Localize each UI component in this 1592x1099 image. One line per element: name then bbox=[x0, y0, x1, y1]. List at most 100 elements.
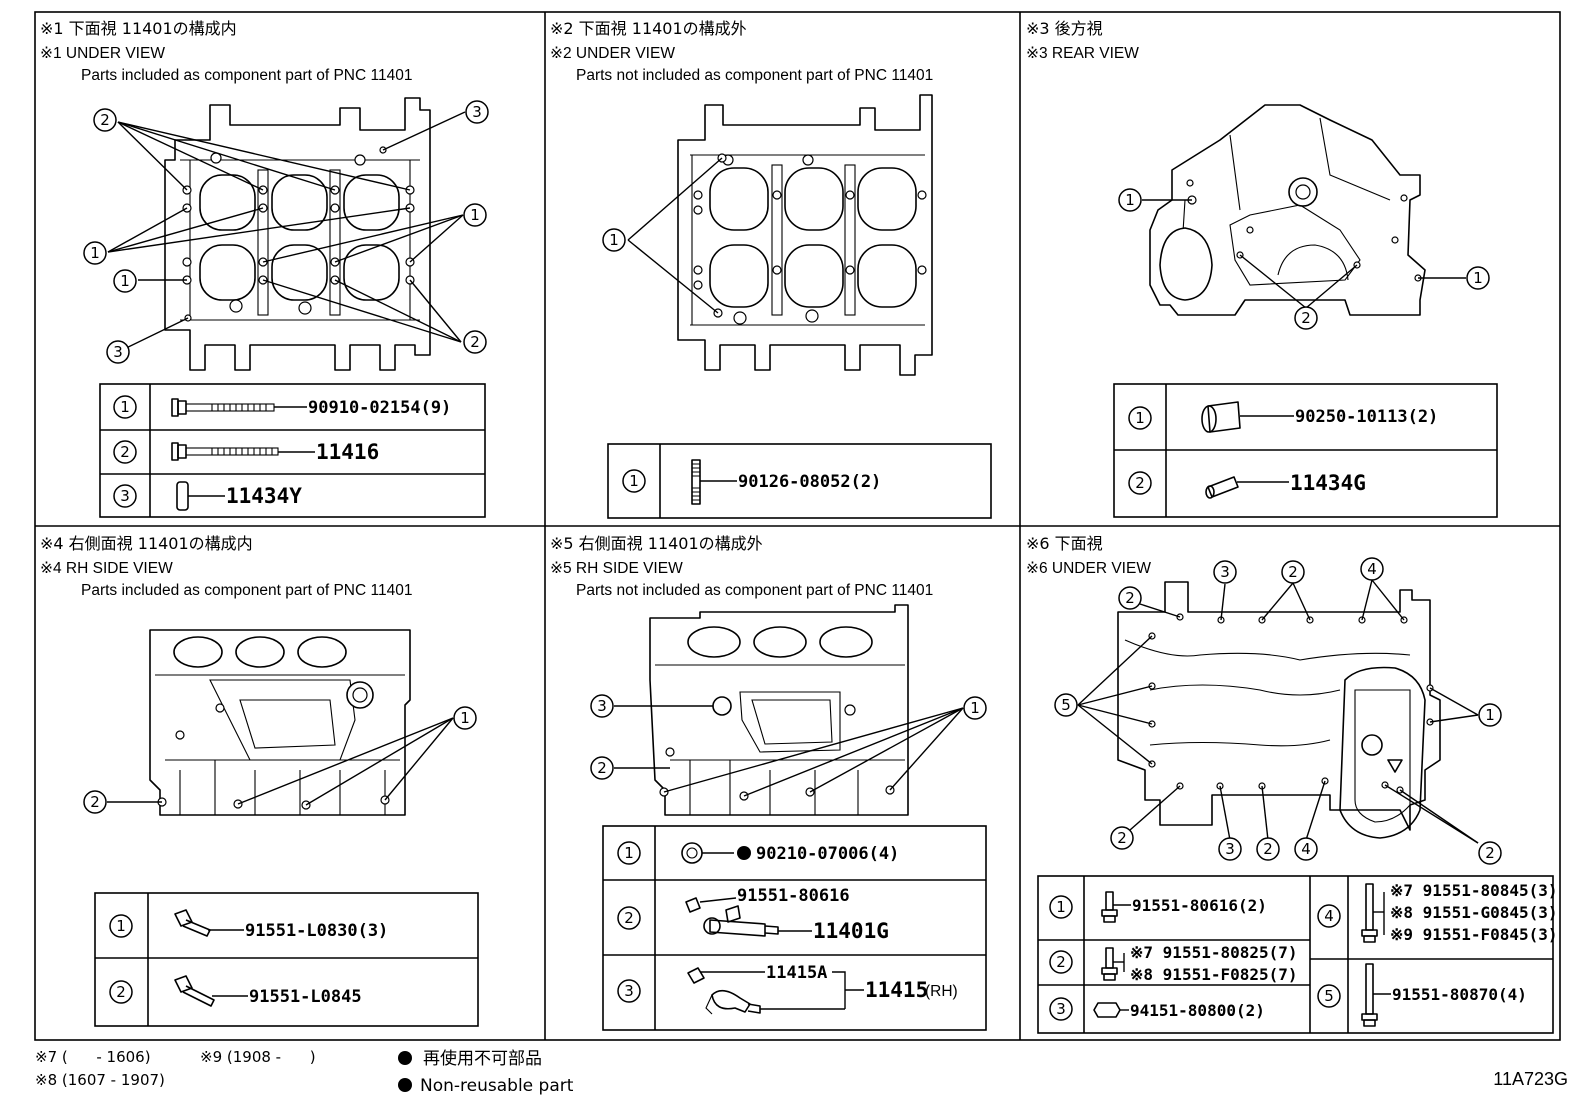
panel-1-callout-g: 3 bbox=[106, 340, 130, 364]
svg-text:1: 1 bbox=[629, 472, 639, 490]
svg-text:1: 1 bbox=[1056, 898, 1066, 916]
panel-3-rear-view: ※3 後方視 ※3 REAR VIEW 1 1 2 bbox=[1026, 19, 1498, 518]
part-number: ※9 91551-F0845(3) bbox=[1390, 925, 1558, 944]
panel-5-title-en: ※5 RH SIDE VIEW bbox=[550, 560, 683, 577]
panel-3-parts-table: 1 90250-10113(2) 2 11434G bbox=[1113, 383, 1498, 518]
long-flange-bolt-icon bbox=[171, 398, 307, 417]
svg-text:4: 4 bbox=[1324, 907, 1334, 925]
panel-6-callout-f: 1 bbox=[1478, 703, 1502, 727]
panel-1-title-en: ※1 UNDER VIEW bbox=[40, 45, 165, 62]
panel-5-leaders bbox=[614, 705, 964, 797]
flange-bolt-icon bbox=[1101, 891, 1131, 923]
svg-text:1: 1 bbox=[120, 272, 130, 290]
panel-2-parts-table: 1 90126-08052(2) bbox=[607, 443, 992, 519]
panel-3-leaders bbox=[1142, 199, 1466, 309]
svg-text:4: 4 bbox=[1301, 840, 1311, 858]
footnote-8: ※8 (1607 - 1907) bbox=[35, 1071, 165, 1089]
nut-icon bbox=[1093, 1002, 1129, 1018]
flange-bolt-icon bbox=[174, 909, 244, 937]
svg-text:2: 2 bbox=[116, 983, 126, 1001]
part-number: 90126-08052(2) bbox=[738, 472, 881, 492]
footnote-9: ※9 (1908 - ) bbox=[200, 1048, 316, 1066]
panel-6-callout-e: 5 bbox=[1054, 693, 1078, 717]
part-number: 91551-L0845 bbox=[249, 987, 362, 1007]
svg-text:1: 1 bbox=[116, 917, 126, 935]
svg-text:3: 3 bbox=[1056, 1000, 1066, 1018]
part-number: 90910-02154(9) bbox=[308, 398, 451, 418]
panel-5-callout-c: 1 bbox=[963, 696, 987, 720]
panel-5-block-drawing bbox=[649, 604, 909, 816]
panel-6-callout-b: 3 bbox=[1213, 560, 1237, 584]
panel-1-callout-b: 3 bbox=[465, 100, 489, 124]
panel-1-callout-c: 1 bbox=[83, 241, 107, 265]
legend-jp: 再使用不可部品 bbox=[423, 1048, 542, 1069]
panel-1-callout-e: 1 bbox=[463, 203, 487, 227]
panel-6-leaders bbox=[1077, 579, 1479, 844]
panel-4-callout-b: 2 bbox=[83, 790, 107, 814]
panel-3-title-en: ※3 REAR VIEW bbox=[1026, 45, 1139, 62]
parts-row: 4 ※7 91551-80845(3) ※8 91551-G0845(3) ※9… bbox=[1317, 881, 1558, 944]
panel-6-callout-c: 2 bbox=[1281, 560, 1305, 584]
panel-6-block-drawing bbox=[1117, 581, 1441, 839]
parts-row: 1 90250-10113(2) bbox=[1128, 401, 1438, 433]
panel-5-rh-side-view-not-included: ※5 右側面視 11401の構成外 ※5 RH SIDE VIEW Parts … bbox=[550, 534, 987, 1031]
part-number: 91551-80616 bbox=[737, 886, 850, 906]
panel-6-title-jp: ※6 下面視 bbox=[1026, 534, 1103, 553]
panel-2-leaders bbox=[627, 157, 723, 314]
svg-text:2: 2 bbox=[624, 909, 634, 927]
panel-4-callouts: 1 2 bbox=[83, 706, 477, 814]
svg-text:1: 1 bbox=[1125, 191, 1135, 209]
part-number: ※7 91551-80825(7) bbox=[1130, 943, 1298, 962]
panel-3-housing-drawing bbox=[1149, 104, 1426, 316]
part-number: ※8 91551-F0825(7) bbox=[1130, 965, 1298, 984]
svg-text:4: 4 bbox=[1367, 560, 1377, 578]
panel-6-under-view: ※6 下面視 ※6 UNDER VIEW bbox=[1026, 534, 1558, 1034]
parts-row: 2 11416 bbox=[113, 440, 379, 464]
non-reusable-mark-icon bbox=[398, 1078, 412, 1092]
parts-row: 1 91551-80616(2) bbox=[1049, 891, 1267, 923]
panel-6-callout-j: 4 bbox=[1294, 837, 1318, 861]
long-bolt-icon bbox=[1361, 963, 1391, 1027]
panel-2-block-drawing bbox=[677, 94, 933, 376]
svg-text:2: 2 bbox=[1135, 474, 1145, 492]
panel-3-callout-b: 1 bbox=[1466, 266, 1490, 290]
svg-text:3: 3 bbox=[1220, 563, 1230, 581]
svg-text:1: 1 bbox=[1135, 409, 1145, 427]
svg-text:3: 3 bbox=[1225, 840, 1235, 858]
panel-3-callouts: 1 1 2 bbox=[1118, 188, 1490, 330]
long-bolt-icon bbox=[1361, 883, 1385, 943]
panel-2-note: Parts not included as component part of … bbox=[576, 67, 933, 84]
panel-1-note: Parts included as component part of PNC … bbox=[81, 67, 412, 84]
svg-text:5: 5 bbox=[1061, 696, 1071, 714]
panel-2-title-en: ※2 UNDER VIEW bbox=[550, 45, 675, 62]
parts-row: 1 90210-07006(4) bbox=[617, 841, 899, 865]
panel-4-callout-a: 1 bbox=[453, 706, 477, 730]
parts-row: 3 11415A 11415 (RH) bbox=[617, 963, 958, 1015]
panel-6-callout-i: 2 bbox=[1256, 837, 1280, 861]
svg-text:2: 2 bbox=[1125, 589, 1135, 607]
svg-text:2: 2 bbox=[1485, 844, 1495, 862]
part-number: 11434Y bbox=[226, 484, 302, 508]
svg-text:2: 2 bbox=[120, 443, 130, 461]
svg-text:2: 2 bbox=[1288, 563, 1298, 581]
panel-6-callouts: 2 3 2 4 5 1 2 3 2 4 2 bbox=[1054, 557, 1502, 865]
part-number: 11416 bbox=[316, 440, 379, 464]
panel-1-callout-d: 1 bbox=[113, 269, 137, 293]
part-number: 91551-80870(4) bbox=[1392, 985, 1527, 1004]
part-number: 91551-80616(2) bbox=[1132, 896, 1267, 915]
bracket-line bbox=[832, 971, 846, 1009]
svg-text:1: 1 bbox=[120, 398, 130, 416]
diagram-code: 11A723G bbox=[1493, 1069, 1568, 1089]
panel-1-leaders bbox=[107, 111, 466, 353]
panel-3-callout-c: 2 bbox=[1294, 306, 1318, 330]
panel-6-callout-d: 4 bbox=[1360, 557, 1384, 581]
part-number: 90250-10113(2) bbox=[1295, 407, 1438, 427]
parts-row: 3 11434Y bbox=[113, 481, 302, 511]
non-reusable-mark-icon bbox=[398, 1051, 412, 1065]
parts-row: 1 91551-L0830(3) bbox=[109, 909, 388, 941]
part-number: ※8 91551-G0845(3) bbox=[1390, 903, 1558, 922]
svg-text:2: 2 bbox=[1263, 840, 1273, 858]
pin-icon bbox=[1205, 476, 1289, 499]
dowel-sleeve-icon bbox=[1201, 401, 1294, 433]
